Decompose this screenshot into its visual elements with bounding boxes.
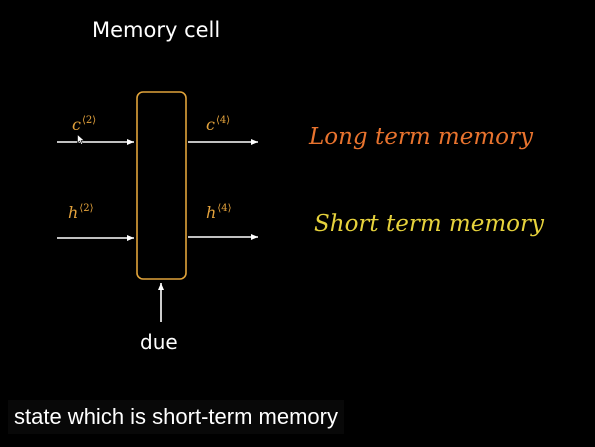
c-prev-label: c⟨2⟩ <box>72 115 96 134</box>
h-next-base: h <box>206 203 217 222</box>
c-next-base: c <box>206 115 215 134</box>
mouse-cursor-icon <box>77 134 85 145</box>
h-prev-label: h⟨2⟩ <box>68 203 93 222</box>
c-prev-sup: ⟨2⟩ <box>81 115 97 126</box>
c-next-sup: ⟨4⟩ <box>215 115 231 126</box>
long-term-memory-label: Long term memory <box>309 124 534 150</box>
subtitle-caption: state which is short-term memory <box>8 400 344 434</box>
h-prev-base: h <box>68 203 79 222</box>
h-next-label: h⟨4⟩ <box>206 203 231 222</box>
c-next-label: c⟨4⟩ <box>206 115 230 134</box>
short-term-memory-label: Short term memory <box>314 211 544 237</box>
memory-cell-box <box>136 91 187 280</box>
h-prev-sup: ⟨2⟩ <box>79 203 94 214</box>
due-input-label: due <box>140 330 178 354</box>
h-next-sup: ⟨4⟩ <box>217 203 232 214</box>
c-prev-base: c <box>72 115 81 134</box>
diagram-title: Memory cell <box>92 18 221 42</box>
